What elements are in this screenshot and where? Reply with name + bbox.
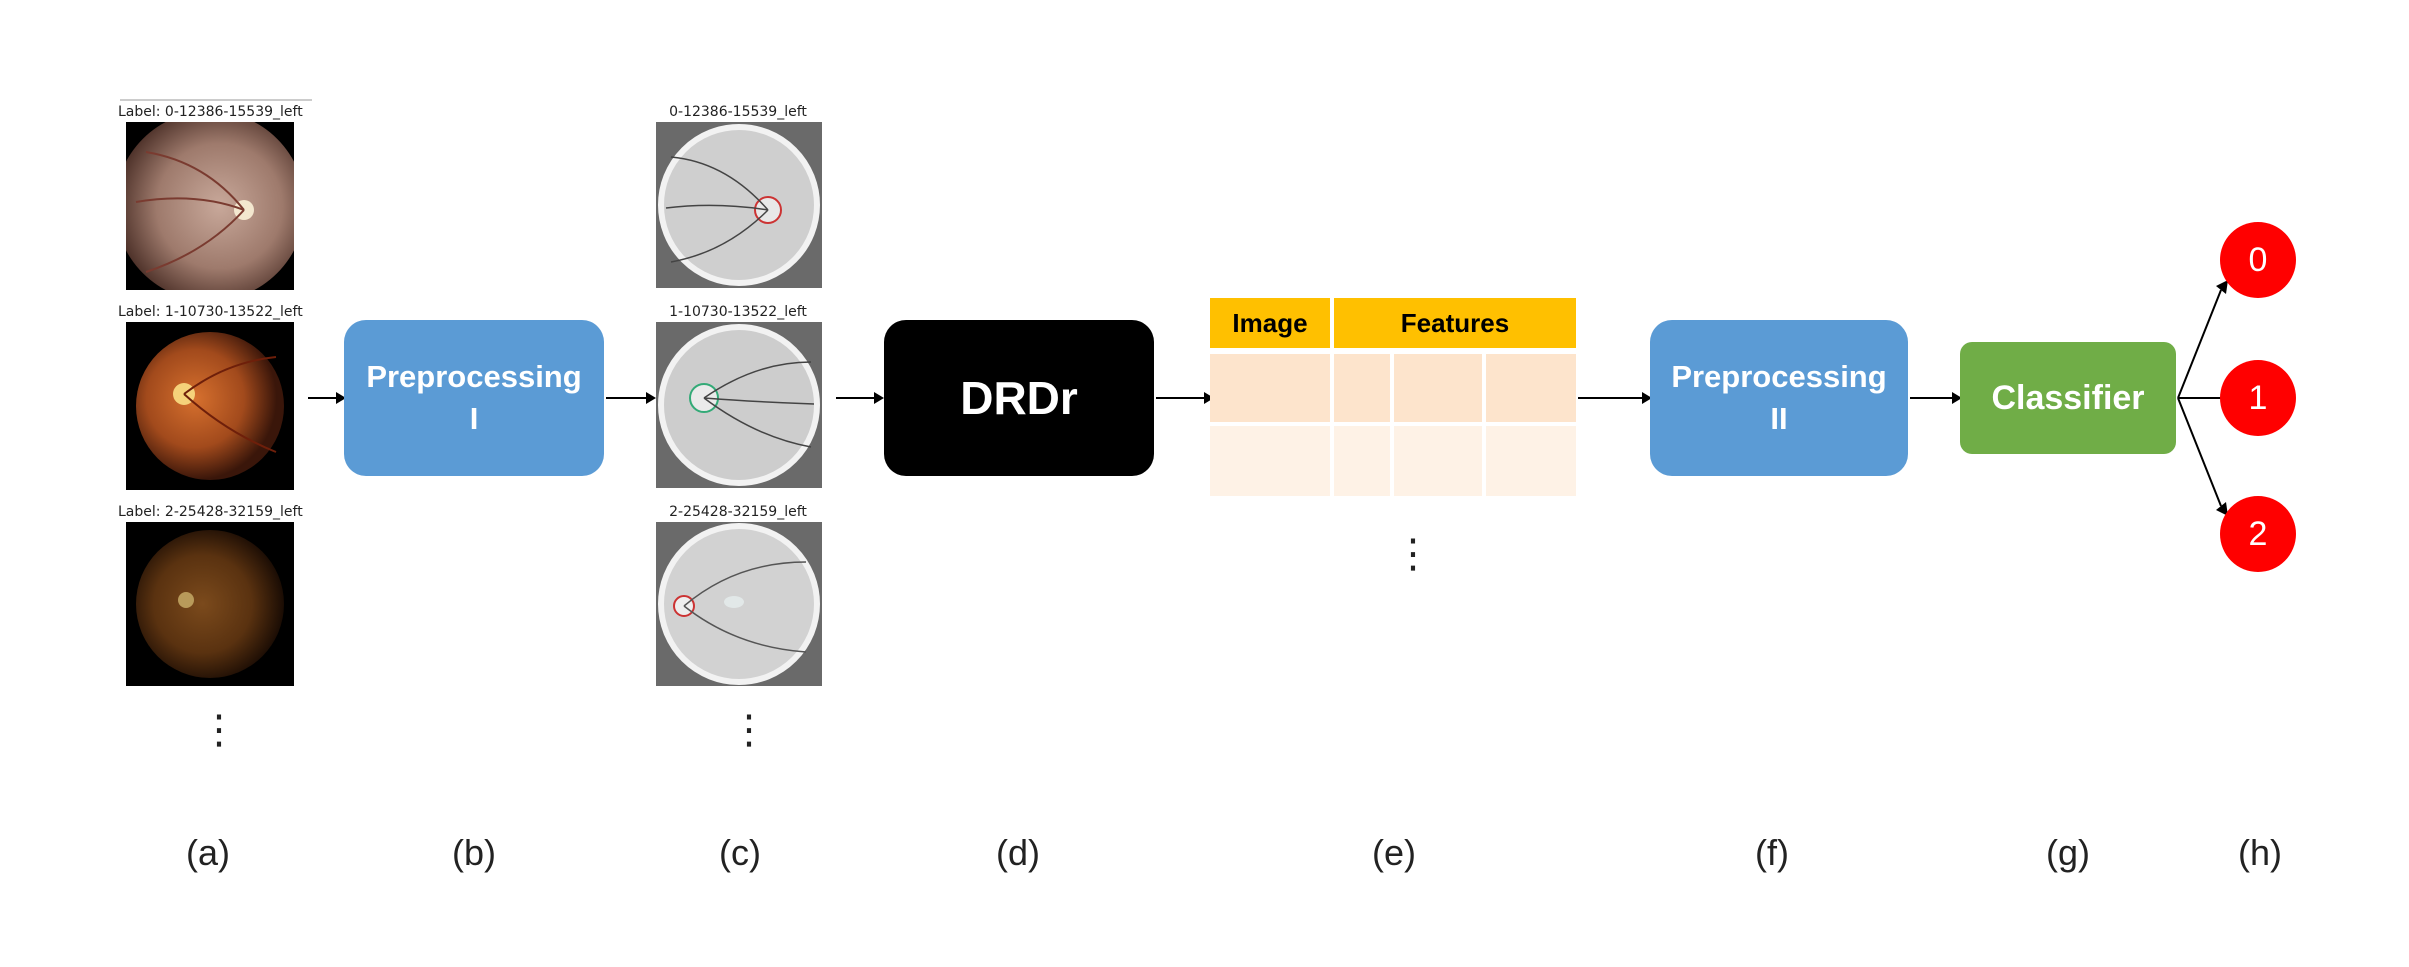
table-cell (1210, 354, 1330, 422)
panel-label-d: (d) (996, 832, 1040, 873)
table-cell (1486, 426, 1576, 496)
panel-label-h: (h) (2238, 832, 2282, 873)
panel-label-g: (g) (2046, 832, 2090, 873)
preprocessing-2-label: Preprocessing (1671, 359, 1887, 394)
top-rule (120, 99, 312, 101)
image-caption: Label: 0-12386-15539_left (118, 104, 303, 120)
table-cell (1210, 426, 1330, 496)
image-caption: 2-25428-32159_left (669, 504, 807, 520)
table-header-image: Image (1210, 298, 1330, 348)
arrow-d-to-e (1156, 392, 1214, 404)
panel-label-e: (e) (1372, 832, 1416, 873)
preprocessed-fundus-image (656, 122, 822, 288)
image-caption: 1-10730-13522_left (669, 304, 807, 320)
image-caption: Label: 1-10730-13522_left (118, 304, 303, 320)
panel-label-c: (c) (719, 832, 761, 873)
table-cell (1394, 354, 1482, 422)
drdr-box: DRDr (884, 320, 1154, 476)
more-images-ellipsis: ⋮ (729, 707, 769, 753)
output-class-0: 0 (2220, 222, 2296, 298)
preprocessed-fundus-image (656, 522, 822, 686)
preprocessing-1-box: Preprocessing I (344, 320, 604, 476)
panel-label-a: (a) (186, 832, 230, 873)
table-cell (1334, 426, 1390, 496)
output-class-2: 2 (2220, 496, 2296, 572)
preprocessing-2-roman: II (1770, 401, 1788, 436)
preprocessing-2-box: Preprocessing II (1650, 320, 1908, 476)
arrow-b-to-c (606, 392, 656, 404)
table-cell (1394, 426, 1482, 496)
arrow-f-to-g (1910, 392, 1962, 404)
raw-fundus-image (126, 122, 294, 290)
image-caption: Label: 2-25428-32159_left (118, 504, 303, 520)
preprocessing-1-label: Preprocessing (366, 359, 582, 394)
image-caption: 0-12386-15539_left (669, 104, 807, 120)
arrow-e-to-f (1578, 392, 1652, 404)
table-header-features: Features (1334, 298, 1576, 348)
arrow-a-to-b (308, 392, 346, 404)
classifier-box: Classifier (1960, 342, 2176, 454)
output-class-1: 1 (2220, 360, 2296, 436)
more-images-ellipsis: ⋮ (199, 707, 239, 753)
preprocessing-1-roman: I (469, 401, 479, 436)
raw-fundus-image (126, 522, 294, 686)
panel-label-b: (b) (452, 832, 496, 873)
table-cell (1334, 354, 1390, 422)
more-rows-ellipsis: ⋮ (1393, 531, 1433, 577)
panel-label-f: (f) (1755, 832, 1789, 873)
table-cell (1486, 354, 1576, 422)
raw-fundus-image (126, 322, 294, 490)
arrow-c-to-d (836, 392, 884, 404)
preprocessed-fundus-image (656, 322, 822, 488)
